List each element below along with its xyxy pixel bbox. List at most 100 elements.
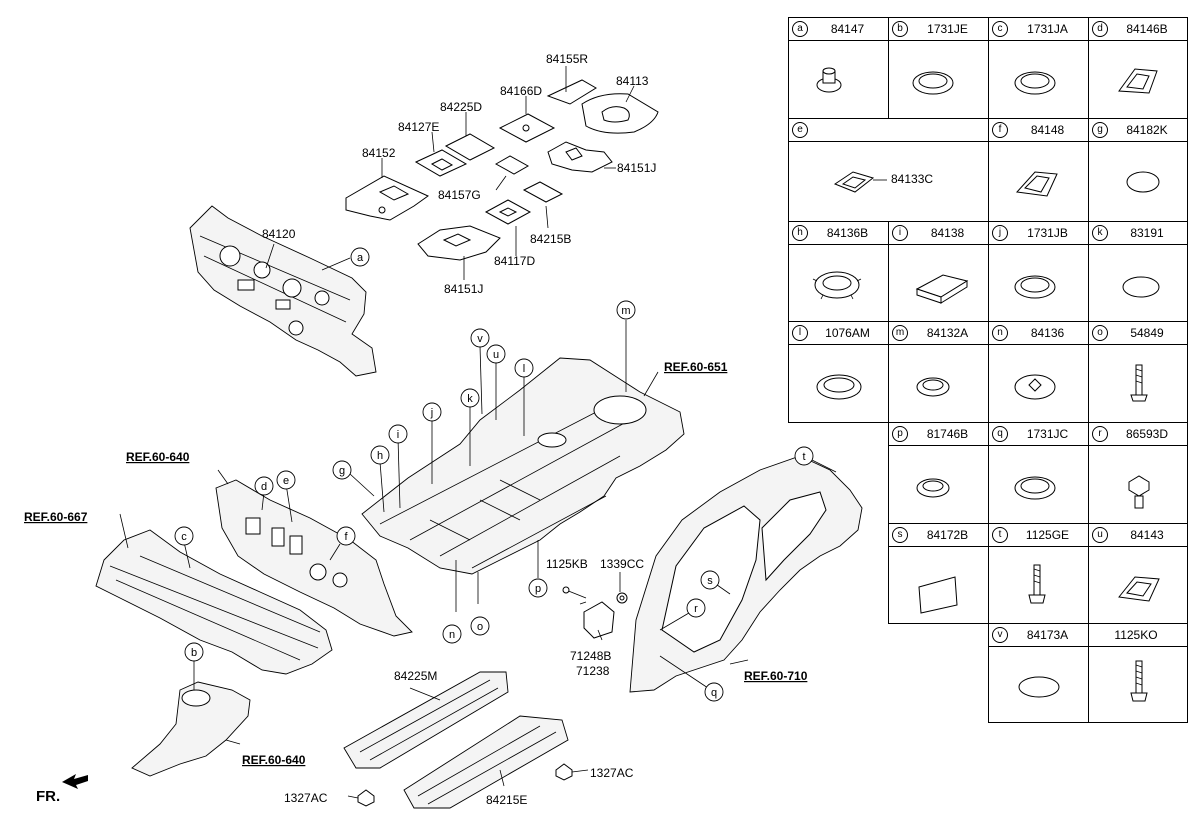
flat-cap-icon: [1018, 676, 1060, 698]
legend-cell-e[interactable]: e 84133C: [788, 118, 989, 222]
bracket-71248B: [583, 601, 615, 639]
legend-letter: e: [792, 122, 808, 138]
callout-f: f: [336, 526, 356, 546]
label-84120: 84120: [262, 227, 296, 241]
label-84151J-bottom: 84151J: [444, 282, 483, 296]
label-84157G: 84157G: [438, 188, 481, 202]
svg-text:p: p: [535, 583, 541, 595]
legend-letter: n: [992, 325, 1008, 341]
floor-panel: [361, 357, 685, 575]
round-plug-icon: [1122, 276, 1160, 298]
front-arrow-icon: [62, 774, 88, 789]
bolt-icon: [1130, 364, 1148, 402]
legend-part-code: 1125KO: [1114, 628, 1158, 642]
svg-text:n: n: [449, 629, 455, 641]
legend-letter: d: [1092, 21, 1108, 37]
legend-part-code: 84172B: [926, 528, 969, 542]
insulation-pad-84152: [345, 175, 429, 221]
ref-60-640-bottom[interactable]: REF.60-640: [242, 753, 306, 767]
svg-text:a: a: [357, 252, 364, 264]
legend-part-code: 84136B: [826, 226, 869, 240]
svg-text:s: s: [707, 575, 713, 587]
push-clip-icon: [816, 67, 842, 93]
legend-part-code: 1731JB: [1027, 226, 1068, 240]
clip-icon: [1128, 475, 1150, 509]
svg-text:FR.: FR.: [36, 788, 60, 805]
svg-text:u: u: [493, 349, 499, 361]
legend-letter: o: [1092, 325, 1108, 341]
front-direction-marker: FR.: [36, 774, 88, 805]
ref-60-667[interactable]: REF.60-667: [24, 510, 88, 524]
callout-b: b: [184, 642, 204, 662]
insulation-pad-84127E: [414, 149, 468, 177]
legend-part-code: 54849: [1130, 326, 1164, 340]
callout-a: a: [350, 247, 370, 267]
label-84225M: 84225M: [394, 669, 437, 683]
callout-g: g: [332, 460, 352, 480]
ref-60-651[interactable]: REF.60-651: [664, 360, 728, 374]
callout-r: r: [686, 598, 706, 618]
legend-part-code: 1731JC: [1026, 427, 1069, 441]
svg-text:f: f: [344, 531, 348, 543]
legend-part-code: 81746B: [926, 427, 969, 441]
label-84155R: 84155R: [546, 52, 588, 66]
star-plug-icon: [1014, 374, 1056, 400]
insulation-pad-84225D: [444, 133, 496, 161]
ref-60-710[interactable]: REF.60-710: [744, 669, 808, 683]
round-plug-icon: [1014, 71, 1056, 95]
ref-60-640-top[interactable]: REF.60-640: [126, 450, 190, 464]
legend-cell-o[interactable]: o 54849: [1088, 321, 1188, 423]
label-84225D: 84225D: [440, 100, 482, 114]
under-cover-84225M: [343, 671, 509, 769]
svg-text:g: g: [339, 465, 345, 477]
insulation-pad-84166D: [498, 113, 556, 143]
callout-c: c: [174, 526, 194, 546]
label-1125KB: 1125KB: [546, 557, 588, 571]
label-84127E: 84127E: [398, 120, 439, 134]
oval-plug-icon: [1118, 68, 1158, 94]
legend-part-code: 1731JA: [1027, 22, 1068, 36]
round-plug-icon: [1014, 476, 1056, 500]
callout-s: s: [700, 570, 720, 590]
label-84151J-top: 84151J: [617, 161, 656, 175]
insulation-pad-84151J-top: [547, 141, 613, 173]
round-plug-icon: [912, 71, 954, 95]
dash-lower-panel: [215, 479, 413, 637]
label-84166D: 84166D: [500, 84, 542, 98]
legend-letter: u: [1092, 527, 1108, 543]
pad-icon: [915, 274, 969, 304]
legend-letter: r: [1092, 426, 1108, 442]
insulation-pad-84157G: [494, 155, 530, 175]
svg-text:q: q: [711, 687, 717, 699]
pad-sheet-icon: [918, 576, 958, 614]
svg-text:l: l: [523, 363, 525, 375]
label-84215E: 84215E: [486, 793, 527, 807]
callout-q: q: [704, 682, 724, 702]
legend-cell-1125KO[interactable]: 1125KO: [1088, 623, 1188, 723]
callout-n: n: [442, 624, 462, 644]
callout-p: p: [528, 578, 548, 598]
label-84215B: 84215B: [530, 232, 571, 246]
label-84113: 84113: [616, 74, 649, 88]
